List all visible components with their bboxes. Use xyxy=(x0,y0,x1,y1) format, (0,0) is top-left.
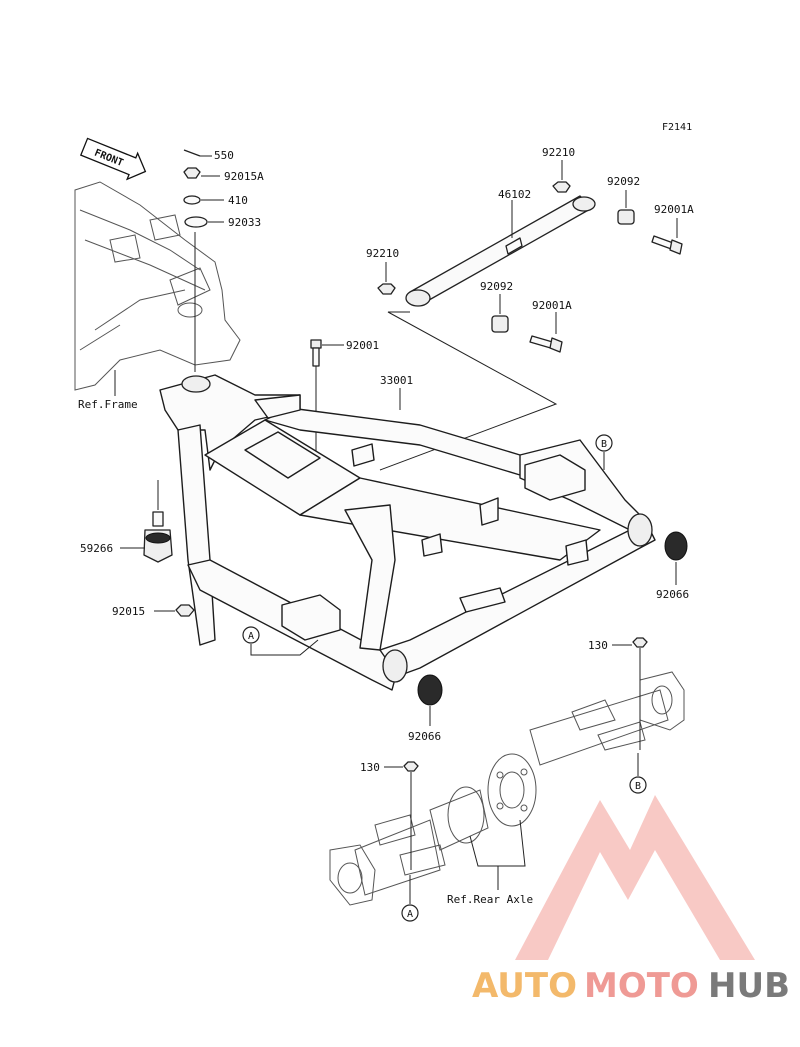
bushing-92092-top xyxy=(617,190,635,225)
label-92001: 92001 xyxy=(346,339,379,352)
bolt-130-right xyxy=(612,637,648,750)
marker-a-swingarm-label: A xyxy=(248,631,254,642)
bolt-92001A-mid xyxy=(529,312,563,353)
marker-a-swingarm: A xyxy=(242,626,319,656)
washer-92033 xyxy=(184,216,224,228)
marker-a-lower-label: A xyxy=(407,909,413,920)
marker-a-lower: A xyxy=(401,875,419,922)
label-92033: 92033 xyxy=(228,216,261,229)
label-130-left: 130 xyxy=(360,761,380,774)
nut-92210-left xyxy=(377,262,396,295)
label-46102: 46102 xyxy=(498,188,531,201)
marker-b-lower-label: B xyxy=(635,781,641,792)
watermark-logo xyxy=(515,795,755,960)
rear-axle-ghost xyxy=(329,671,685,906)
swing-arm-33001 xyxy=(159,374,656,691)
label-410: 410 xyxy=(228,194,248,207)
watermark-auto: AUTO xyxy=(472,966,577,1006)
label-59266: 59266 xyxy=(80,542,113,555)
bushing-92092-mid xyxy=(491,294,509,333)
marker-b-lower: B xyxy=(629,753,647,794)
watermark-hub: HUB xyxy=(708,966,790,1006)
rear-axle-bracket xyxy=(469,819,526,890)
torque-link-bracket xyxy=(379,311,558,471)
label-92001A-top: 92001A xyxy=(654,203,694,216)
nut-92210-top xyxy=(552,160,571,193)
label-ref-frame: Ref.Frame xyxy=(78,398,138,411)
nut-92015A xyxy=(183,167,220,179)
label-92210-top: 92210 xyxy=(542,146,575,159)
torque-link-46102 xyxy=(405,195,596,307)
front-arrow: FRONT xyxy=(79,137,147,181)
label-92092-top: 92092 xyxy=(607,175,640,188)
label-92092-mid: 92092 xyxy=(480,280,513,293)
washer-410 xyxy=(183,195,224,205)
label-ref-rear-axle: Ref.Rear Axle xyxy=(447,893,533,906)
ref-frame-ghost xyxy=(74,181,241,391)
stopper-59266 xyxy=(120,480,173,563)
label-92015A: 92015A xyxy=(224,170,264,183)
bolt-130-left xyxy=(384,761,419,870)
cap-92066-right xyxy=(664,531,688,585)
watermark-text: AUTO MOTO HUB xyxy=(472,966,790,1006)
watermark-m-shape xyxy=(515,795,755,960)
nut-92015 xyxy=(154,604,195,617)
marker-b-upper-label: B xyxy=(601,439,607,450)
cotter-pin-550 xyxy=(183,149,212,157)
label-92015: 92015 xyxy=(112,605,145,618)
label-92001A-mid: 92001A xyxy=(532,299,572,312)
label-550: 550 xyxy=(214,149,234,162)
label-92066-right: 92066 xyxy=(656,588,689,601)
label-92066-bottom: 92066 xyxy=(408,730,441,743)
cap-92066-bottom xyxy=(417,674,443,726)
watermark-m-inner xyxy=(560,870,640,945)
figure-code: F2141 xyxy=(662,122,692,133)
label-92210-left: 92210 xyxy=(366,247,399,260)
bolt-92001A-top xyxy=(651,218,683,255)
label-130-right: 130 xyxy=(588,639,608,652)
marker-b-upper: B xyxy=(595,434,613,470)
label-33001: 33001 xyxy=(380,374,413,387)
watermark-moto: MOTO xyxy=(584,966,699,1006)
